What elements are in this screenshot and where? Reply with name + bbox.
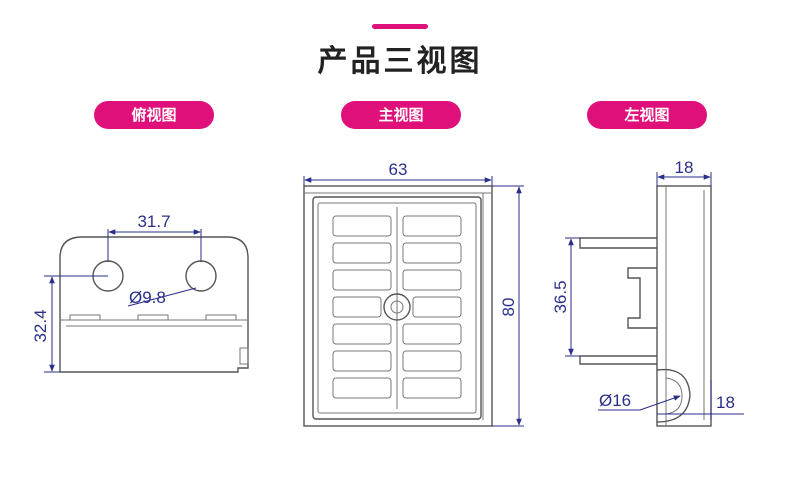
front-view-inner-frame <box>317 202 477 414</box>
dim-bracket-height-text: 36.5 <box>551 280 570 313</box>
grid-cell <box>402 242 462 264</box>
side-view-label: 左视图 <box>587 101 707 129</box>
front-view: 63 80 <box>303 160 524 427</box>
dim-hole-spacing-text: 31.7 <box>137 212 170 231</box>
top-view-clip-left <box>69 314 101 321</box>
grid-cell <box>402 269 462 291</box>
side-view-knob-inner <box>665 377 683 415</box>
dim-width-text: 63 <box>389 160 408 179</box>
front-view-center-knob <box>383 293 411 321</box>
grid-cell <box>332 269 392 291</box>
top-view-mounting-hole-right <box>185 260 217 292</box>
grid-cell <box>332 242 392 264</box>
dim-hole-diameter-text: Ø9.8 <box>129 288 166 307</box>
dim-hole-diameter-leader <box>127 287 197 307</box>
grid-cell <box>332 323 392 345</box>
top-view-body-outline <box>59 236 249 373</box>
side-view-clip-profile <box>627 267 657 329</box>
grid-cell <box>402 215 462 237</box>
top-view-label: 俯视图 <box>94 101 214 129</box>
front-view-cell-grid <box>332 215 462 399</box>
dim-knob-width-text: 18 <box>716 393 735 412</box>
grid-cell <box>332 296 382 318</box>
grid-cell <box>402 323 462 345</box>
side-view-knob <box>656 368 691 423</box>
grid-cell <box>332 350 392 372</box>
top-view-clip-middle <box>137 314 169 321</box>
dim-knob-diameter-leader <box>639 395 681 411</box>
front-view-center-knob-inner <box>390 300 404 314</box>
top-view: 31.7 Ø9.8 32.4 <box>31 212 249 373</box>
dim-thickness-text: 18 <box>675 158 694 177</box>
page-title: 产品三视图 <box>317 44 483 79</box>
grid-cell <box>402 377 462 399</box>
title-accent-bar <box>372 24 428 29</box>
grid-cell <box>332 377 392 399</box>
grid-cell <box>412 296 462 318</box>
side-view: 18 36.5 Ø16 18 <box>551 158 744 427</box>
dim-knob-diameter-text: Ø16 <box>599 391 631 410</box>
dim-depth-text: 32.4 <box>31 309 50 342</box>
top-view-side-tab <box>239 347 249 365</box>
dim-height-text: 80 <box>499 298 518 317</box>
side-view-body <box>656 185 712 427</box>
grid-cell <box>402 350 462 372</box>
front-view-face-panel <box>312 196 482 420</box>
top-view-clip-right <box>205 314 237 321</box>
grid-cell <box>332 215 392 237</box>
side-view-bracket <box>579 237 657 365</box>
front-view-outer-frame <box>303 185 493 427</box>
front-view-label: 主视图 <box>341 101 461 129</box>
